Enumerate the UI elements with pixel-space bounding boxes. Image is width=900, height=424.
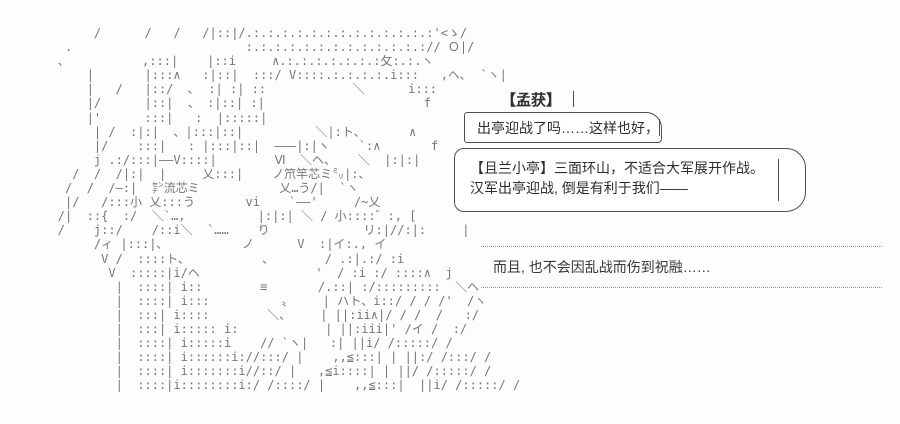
speech-bubble-qielan: 【且兰小亭】三面环山，不适合大军展开作战。 汉军出亭迎战, 倒是有利于我们—— xyxy=(454,148,806,212)
ascii-art: / / / /|::|/.:.:.:.:.:.:.:.:.:.:.:.:.:'<… xyxy=(57,26,521,393)
name-plate-tick xyxy=(573,91,575,107)
speech-bubble-menghuo: 出亭迎战了吗……这样也好， xyxy=(464,112,662,143)
dialogue-line: 【且兰小亭】三面环山，不适合大军展开作战。 xyxy=(470,160,764,176)
dialogue-line: 汉军出亭迎战, 倒是有利于我们—— xyxy=(470,180,688,196)
bubble-edge-tick xyxy=(778,159,779,201)
name-plate: 【孟获】 xyxy=(501,90,575,109)
dialogue-line: 出亭迎战了吗……这样也好， xyxy=(477,119,659,136)
aside-text-box: 而且, 也不会因乱战而伤到祝融…… xyxy=(481,246,882,288)
speaker-name: 【孟获】 xyxy=(501,91,562,109)
bubble-edge-tick xyxy=(659,119,660,136)
aside-line: 而且, 也不会因乱战而伤到祝融…… xyxy=(493,259,711,275)
